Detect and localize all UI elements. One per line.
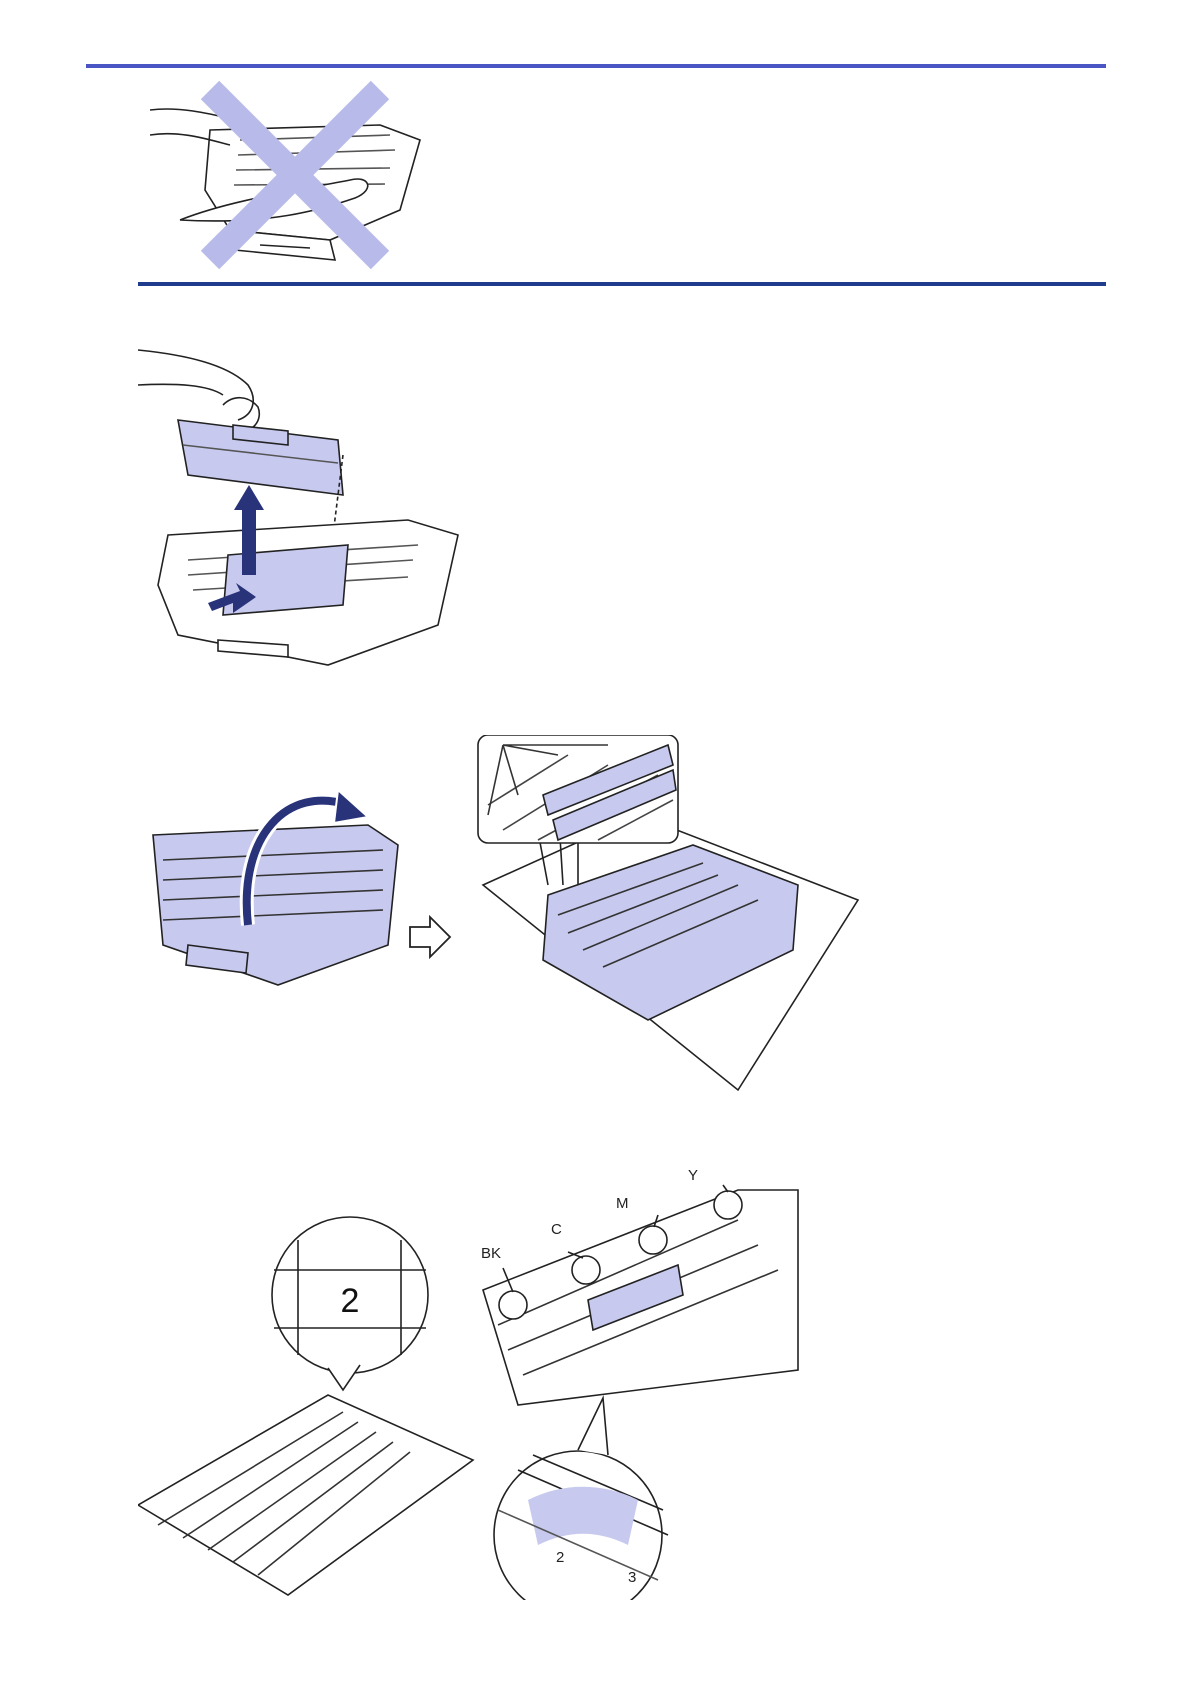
section-rule (138, 282, 1106, 286)
illustration-flip-drum (138, 735, 878, 1095)
magnified-label-3: 3 (628, 1569, 636, 1586)
illustration-remove-toner (138, 345, 468, 675)
hollow-right-arrow-icon (410, 917, 450, 957)
label-bk: BK (481, 1245, 501, 1262)
label-c: C (551, 1221, 562, 1238)
magnified-column-number: 2 (341, 1282, 360, 1320)
label-y: Y (688, 1167, 698, 1184)
magnified-label-2: 2 (556, 1549, 564, 1566)
label-m: M (616, 1195, 629, 1212)
illustration-drum-check: 2 BK C M Y 2 3 (138, 1150, 838, 1600)
illustration-wrong-handling (150, 80, 430, 270)
top-rule (86, 64, 1106, 68)
